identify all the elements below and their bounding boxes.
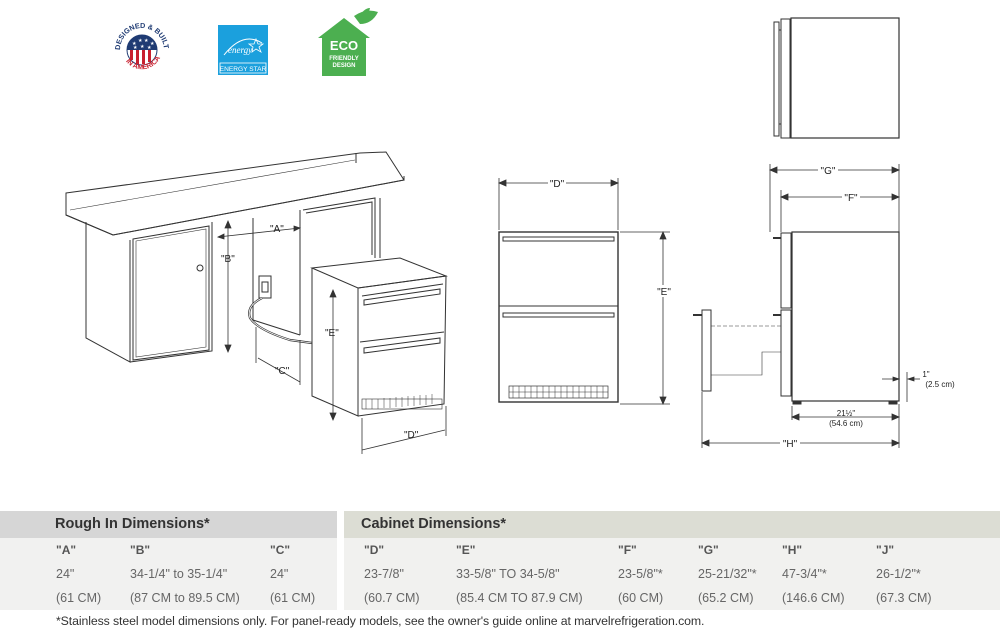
svg-text:"E": "E" [657,287,671,298]
col-key: "A" [56,543,77,557]
svg-text:"A": "A" [270,224,284,235]
cabinet-col-h: "H" 47-3/4"* (146.6 CM) [782,538,845,610]
svg-text:"D": "D" [550,179,565,190]
svg-text:★: ★ [144,38,149,44]
badge-energy-star: energy ENERGY STAR [218,25,268,75]
svg-text:(2.5 cm): (2.5 cm) [925,380,955,389]
rough-in-col-c: "C" 24" (61 CM) [270,538,315,610]
badge-designed-built-in-america: ★★★★ ★★★ DESIGNED & BUILT IN AMERICA [112,18,172,78]
front-view-drawing: "D" "E" [497,178,672,406]
col-inch: 33-5/8" TO 34-5/8" [456,567,560,581]
col-key: "G" [698,543,719,557]
svg-text:"F": "F" [844,193,858,204]
col-inch: 25-21/32"* [698,567,757,581]
rough-in-table: "A" 24" (61 CM) "B" 34-1/4" to 35-1/4" (… [0,538,337,610]
col-inch: 47-3/4"* [782,567,827,581]
svg-text:★: ★ [147,45,152,51]
svg-text:"E": "E" [325,328,339,339]
energy-star-icon: energy ENERGY STAR [219,37,267,74]
svg-text:DESIGN: DESIGN [332,63,355,69]
col-cm: (85.4 CM TO 87.9 CM) [456,591,583,605]
col-inch: 24" [56,567,75,581]
rough-in-col-b: "B" 34-1/4" to 35-1/4" (87 CM to 89.5 CM… [130,538,240,610]
col-cm: (60 CM) [618,591,664,605]
svg-text:FRIENDLY: FRIENDLY [329,56,358,62]
rough-in-title: Rough In Dimensions* [55,516,210,532]
svg-text:★: ★ [133,45,138,51]
footnote: *Stainless steel model dimensions only. … [56,614,705,628]
cabinet-col-f: "F" 23-5/8"* (60 CM) [618,538,663,610]
col-cm: (67.3 CM) [876,591,932,605]
svg-text:"D": "D" [404,430,419,441]
col-cm: (60.7 CM) [364,591,420,605]
svg-text:ENERGY STAR: ENERGY STAR [220,66,267,73]
eco-house-leaf-icon: ECO FRIENDLY DESIGN [318,8,378,76]
svg-text:★: ★ [140,44,145,50]
col-key: "E" [456,543,476,557]
col-inch: 26-1/2"* [876,567,921,581]
cabinet-col-e: "E" 33-5/8" TO 34-5/8" (85.4 CM TO 87.9 … [456,538,583,610]
svg-text:"H": "H" [783,439,798,450]
cabinet-col-d: "D" 23-7/8" (60.7 CM) [364,538,420,610]
col-inch: 34-1/4" to 35-1/4" [130,567,228,581]
col-key: "F" [618,543,637,557]
cabinet-title: Cabinet Dimensions* [361,516,507,532]
svg-text:1": 1" [922,370,929,379]
col-inch: 23-7/8" [364,567,404,581]
cabinet-table: "D" 23-7/8" (60.7 CM) "E" 33-5/8" TO 34-… [344,538,1000,610]
svg-text:"B": "B" [221,254,235,265]
svg-text:21½": 21½" [837,409,856,418]
svg-text:"G": "G" [821,166,836,177]
cabinet-col-g: "G" 25-21/32"* (65.2 CM) [698,538,757,610]
col-key: "D" [364,543,385,557]
col-cm: (65.2 CM) [698,591,754,605]
side-view-drawing: "G" "F" 1" (2.5 cm) 21½" (54.6 cm) "H" [693,17,955,450]
col-key: "B" [130,543,151,557]
svg-text:ECO: ECO [330,38,358,53]
col-cm: (87 CM to 89.5 CM) [130,591,240,605]
col-cm: (146.6 CM) [782,591,845,605]
svg-text:energy: energy [228,45,252,55]
cabinet-header: Cabinet Dimensions* [344,511,1000,538]
svg-text:★: ★ [150,41,155,47]
badge-eco-friendly-design: ECO FRIENDLY DESIGN [314,6,388,78]
col-inch: 23-5/8"* [618,567,663,581]
installation-perspective-drawing: "A" "B" "C" "E" "D" [65,151,448,454]
col-key: "J" [876,543,895,557]
svg-text:★: ★ [132,41,137,47]
cabinet-col-j: "J" 26-1/2"* (67.3 CM) [876,538,932,610]
svg-text:"C": "C" [275,366,290,377]
rough-in-col-a: "A" 24" (61 CM) [56,538,101,610]
col-key: "C" [270,543,291,557]
svg-text:(54.6 cm): (54.6 cm) [829,419,863,428]
col-cm: (61 CM) [56,591,102,605]
svg-text:★: ★ [138,38,143,44]
col-key: "H" [782,543,803,557]
col-inch: 24" [270,567,289,581]
usa-flag-seal-icon: ★★★★ ★★★ DESIGNED & BUILT IN AMERICA [113,21,171,72]
rough-in-header: Rough In Dimensions* [0,511,337,538]
col-cm: (61 CM) [270,591,316,605]
